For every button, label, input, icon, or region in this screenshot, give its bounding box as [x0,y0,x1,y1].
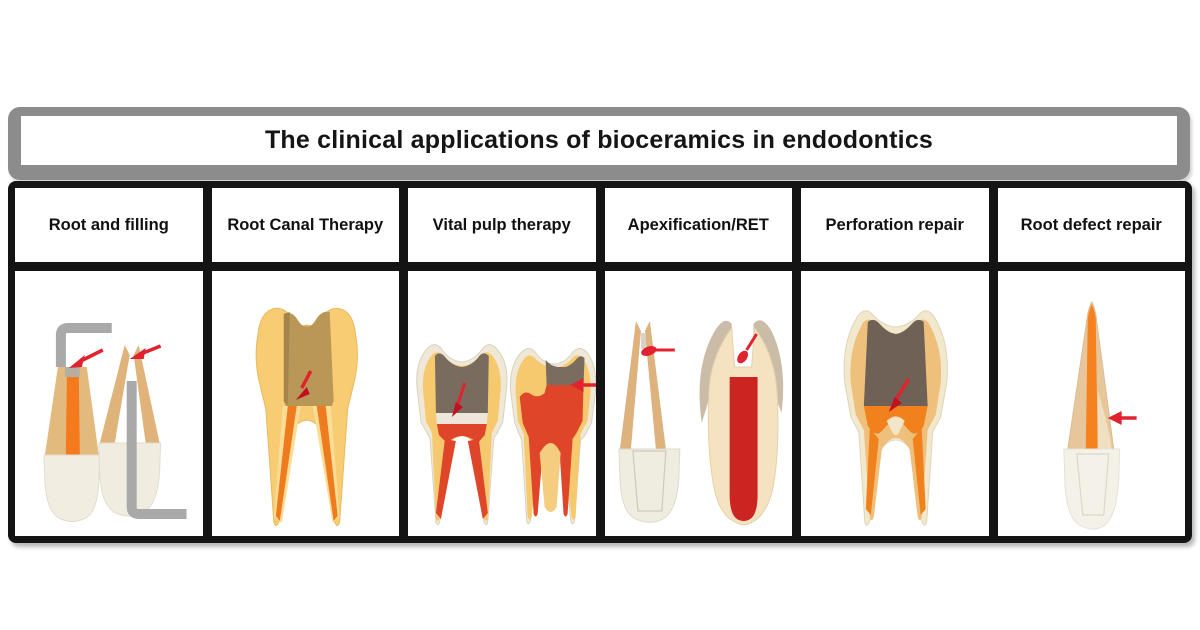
two-inverted-roots-with-files-icon [43,323,187,522]
molar-with-filled-canals-icon [255,307,358,526]
endo-file-icon [55,323,112,367]
illustration-cell-root-defect-repair [997,271,1185,536]
right-molar-tooth [509,348,596,525]
red-arrow-icon [68,348,104,368]
column-header-perforation-repair: Perforation repair [801,188,989,262]
red-arrow-icon [129,344,162,359]
illustration-cell-perforation-repair [801,271,989,536]
title-banner-inner: The clinical applications of bioceramics… [21,116,1177,165]
open-apex-revascularization-icon [617,320,783,526]
illustration-cell-root-canal-therapy [211,271,399,536]
red-arrow-icon [736,333,758,364]
blood-fill [729,377,758,521]
repaired-defect-patch [1097,391,1112,449]
open-apex-tooth [699,320,783,526]
title-banner: The clinical applications of bioceramics… [8,107,1190,180]
column-header-root-and-filling: Root and filling [15,188,203,262]
left-inverted-tooth [617,321,680,523]
left-molar-tooth [416,344,508,526]
illustration-cell-apexification-ret [604,271,792,536]
illustration-cell-root-and-filling [15,271,203,536]
red-arrow-icon [295,370,312,400]
red-arrow-icon [451,382,467,417]
left-inverted-tooth [43,323,112,522]
red-arrow-icon [640,346,675,356]
red-arrow-icon [1107,411,1137,425]
two-molars-pulp-capping-icon [416,344,596,526]
right-inverted-tooth [98,344,187,519]
inverted-tooth [1062,301,1137,530]
illustration-cell-vital-pulp-therapy [408,271,596,536]
column-header-vital-pulp-therapy: Vital pulp therapy [408,188,596,262]
molar-tooth [255,307,358,526]
root-with-repaired-defect-icon [1062,301,1137,530]
red-arrow-icon [570,378,596,392]
page-title: The clinical applications of bioceramics… [264,126,934,154]
molar-furcation-perforation-icon [843,310,948,526]
applications-table: Root and filling Root Canal Therapy Vita… [8,181,1192,543]
column-header-apexification-ret: Apexification/RET [604,188,792,262]
red-arrow-icon [888,378,911,412]
column-header-root-defect-repair: Root defect repair [997,188,1185,262]
endo-file-icon [126,381,187,519]
column-header-root-canal-therapy: Root Canal Therapy [211,188,399,262]
molar-tooth [843,310,948,526]
